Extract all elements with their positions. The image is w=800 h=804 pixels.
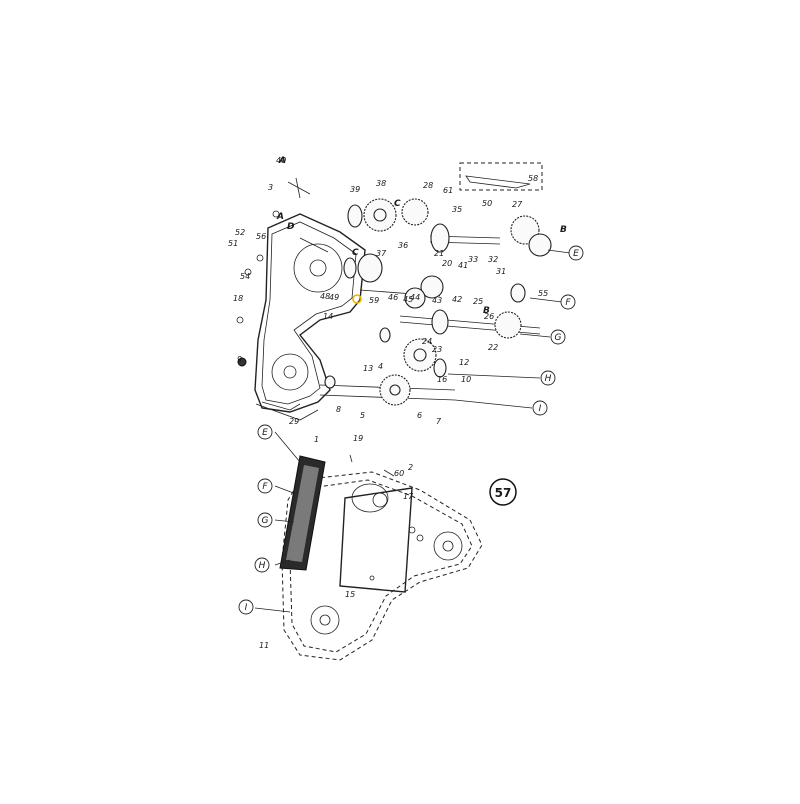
part-number-label: 43 bbox=[432, 296, 442, 305]
part-number-label: 27 bbox=[512, 200, 523, 209]
gears bbox=[324, 198, 552, 406]
part-number-label: 29 bbox=[289, 417, 299, 426]
part-number-label: 7 bbox=[436, 417, 442, 426]
callout-letter: G bbox=[555, 333, 562, 343]
callout-circle bbox=[257, 478, 273, 494]
part-number-label: 13 bbox=[363, 364, 373, 373]
part-number-label: 37 bbox=[376, 249, 387, 258]
part-number-label: 39 bbox=[350, 185, 360, 194]
part-number-label: 48 bbox=[320, 292, 330, 301]
section-letter: C bbox=[352, 248, 359, 258]
callout-circle bbox=[257, 424, 273, 440]
part-number-label: 36 bbox=[398, 241, 408, 250]
highlight-marker bbox=[352, 294, 362, 304]
part-number-label: 54 bbox=[240, 272, 250, 281]
part-number-label: 26 bbox=[484, 312, 494, 321]
part-number-label: 46 bbox=[388, 293, 398, 302]
callout-letter: E bbox=[262, 428, 268, 438]
part-number-label: 16 bbox=[437, 375, 447, 384]
part-number-label: 6 bbox=[417, 411, 422, 420]
lower-leaders bbox=[254, 431, 301, 613]
chain-housing bbox=[279, 454, 483, 661]
part-number-label: 50 bbox=[482, 199, 492, 208]
part-number-label: 9 bbox=[237, 355, 242, 364]
callout-letter: I bbox=[245, 603, 248, 613]
part-number-label: 18 bbox=[233, 294, 243, 303]
part-number-label: 21 bbox=[434, 249, 444, 258]
callout-circle bbox=[550, 329, 566, 345]
part-number-label: 35 bbox=[452, 205, 462, 214]
section-letter: D bbox=[287, 222, 295, 232]
part-58-bracket bbox=[459, 162, 543, 191]
part-number-label: 23 bbox=[432, 345, 442, 354]
part-number-label: 10 bbox=[461, 375, 471, 384]
part-number-label: 52 bbox=[235, 228, 245, 237]
part-number-label: 49 bbox=[329, 293, 339, 302]
figure-number: 57 bbox=[495, 486, 512, 500]
callout-circles: E E F F G G H H I I bbox=[238, 245, 584, 615]
part-number-label: 4 bbox=[378, 362, 383, 371]
section-letter: B bbox=[483, 306, 490, 316]
part-number-label: 58 bbox=[528, 174, 538, 183]
callout-circle bbox=[540, 370, 556, 386]
section-letter-labels: A A B B C C D bbox=[276, 156, 567, 316]
lower-part-labels: 1 19 2 60 17 15 11 bbox=[259, 434, 414, 650]
part-number-label: 59 bbox=[369, 296, 379, 305]
part-number-label: 55 bbox=[538, 289, 548, 298]
callout-circle bbox=[568, 245, 584, 261]
callout-letter: E bbox=[573, 249, 579, 259]
part-number-label: 32 bbox=[488, 255, 498, 264]
part-number-label: 56 bbox=[256, 232, 266, 241]
section-letter: A bbox=[278, 156, 286, 166]
part-number-label: 42 bbox=[452, 295, 462, 304]
callout-letter: F bbox=[565, 298, 571, 308]
callout-letter: G bbox=[262, 516, 269, 526]
callout-letter: I bbox=[539, 404, 542, 414]
part-number-label: 15 bbox=[345, 590, 355, 599]
part-number-label: 45 bbox=[403, 295, 413, 304]
part-number-label: 38 bbox=[376, 179, 386, 188]
callout-circle bbox=[257, 512, 273, 528]
part-number-label: 33 bbox=[468, 255, 478, 264]
callout-letter: F bbox=[262, 482, 268, 492]
callout-circle bbox=[238, 599, 254, 615]
part-number-label: 5 bbox=[360, 411, 365, 420]
section-letter: C bbox=[394, 199, 401, 209]
part-number-label: 19 bbox=[353, 434, 363, 443]
part-number-label: 8 bbox=[336, 405, 341, 414]
callout-circle bbox=[560, 294, 576, 310]
part-number-label: 11 bbox=[259, 641, 269, 650]
part-number-label: 1 bbox=[314, 435, 319, 444]
part-number-label: 3 bbox=[268, 183, 273, 192]
part-number-label: 25 bbox=[473, 297, 483, 306]
part-number-label: 61 bbox=[443, 186, 453, 195]
part-number-label: 12 bbox=[459, 358, 469, 367]
part-number-label: 24 bbox=[422, 337, 432, 346]
part-number-label: 2 bbox=[408, 463, 413, 472]
section-letter: B bbox=[560, 225, 567, 235]
part-number-label: 44 bbox=[410, 293, 420, 302]
part-number-label: 60 bbox=[394, 469, 404, 478]
hardware bbox=[236, 175, 531, 411]
callout-letter: H bbox=[259, 561, 266, 571]
part-number-label: 41 bbox=[458, 261, 468, 270]
part-number-label: 40 bbox=[276, 156, 286, 165]
housing-half bbox=[254, 213, 366, 421]
callout-circle bbox=[532, 400, 548, 416]
section-letter: A bbox=[276, 212, 284, 222]
part-number-label: 14 bbox=[323, 312, 333, 321]
callout-leaders bbox=[447, 249, 571, 409]
part-number-label: 31 bbox=[496, 267, 506, 276]
part-number-label: 17 bbox=[403, 492, 414, 501]
part-number-label: 22 bbox=[488, 343, 498, 352]
part-number-label: 20 bbox=[442, 259, 452, 268]
callout-letter: H bbox=[545, 374, 552, 384]
part-number-label: 51 bbox=[228, 239, 238, 248]
part-number-label: 28 bbox=[423, 181, 433, 190]
callout-circle bbox=[254, 557, 270, 573]
figure-number-circle bbox=[489, 478, 517, 506]
